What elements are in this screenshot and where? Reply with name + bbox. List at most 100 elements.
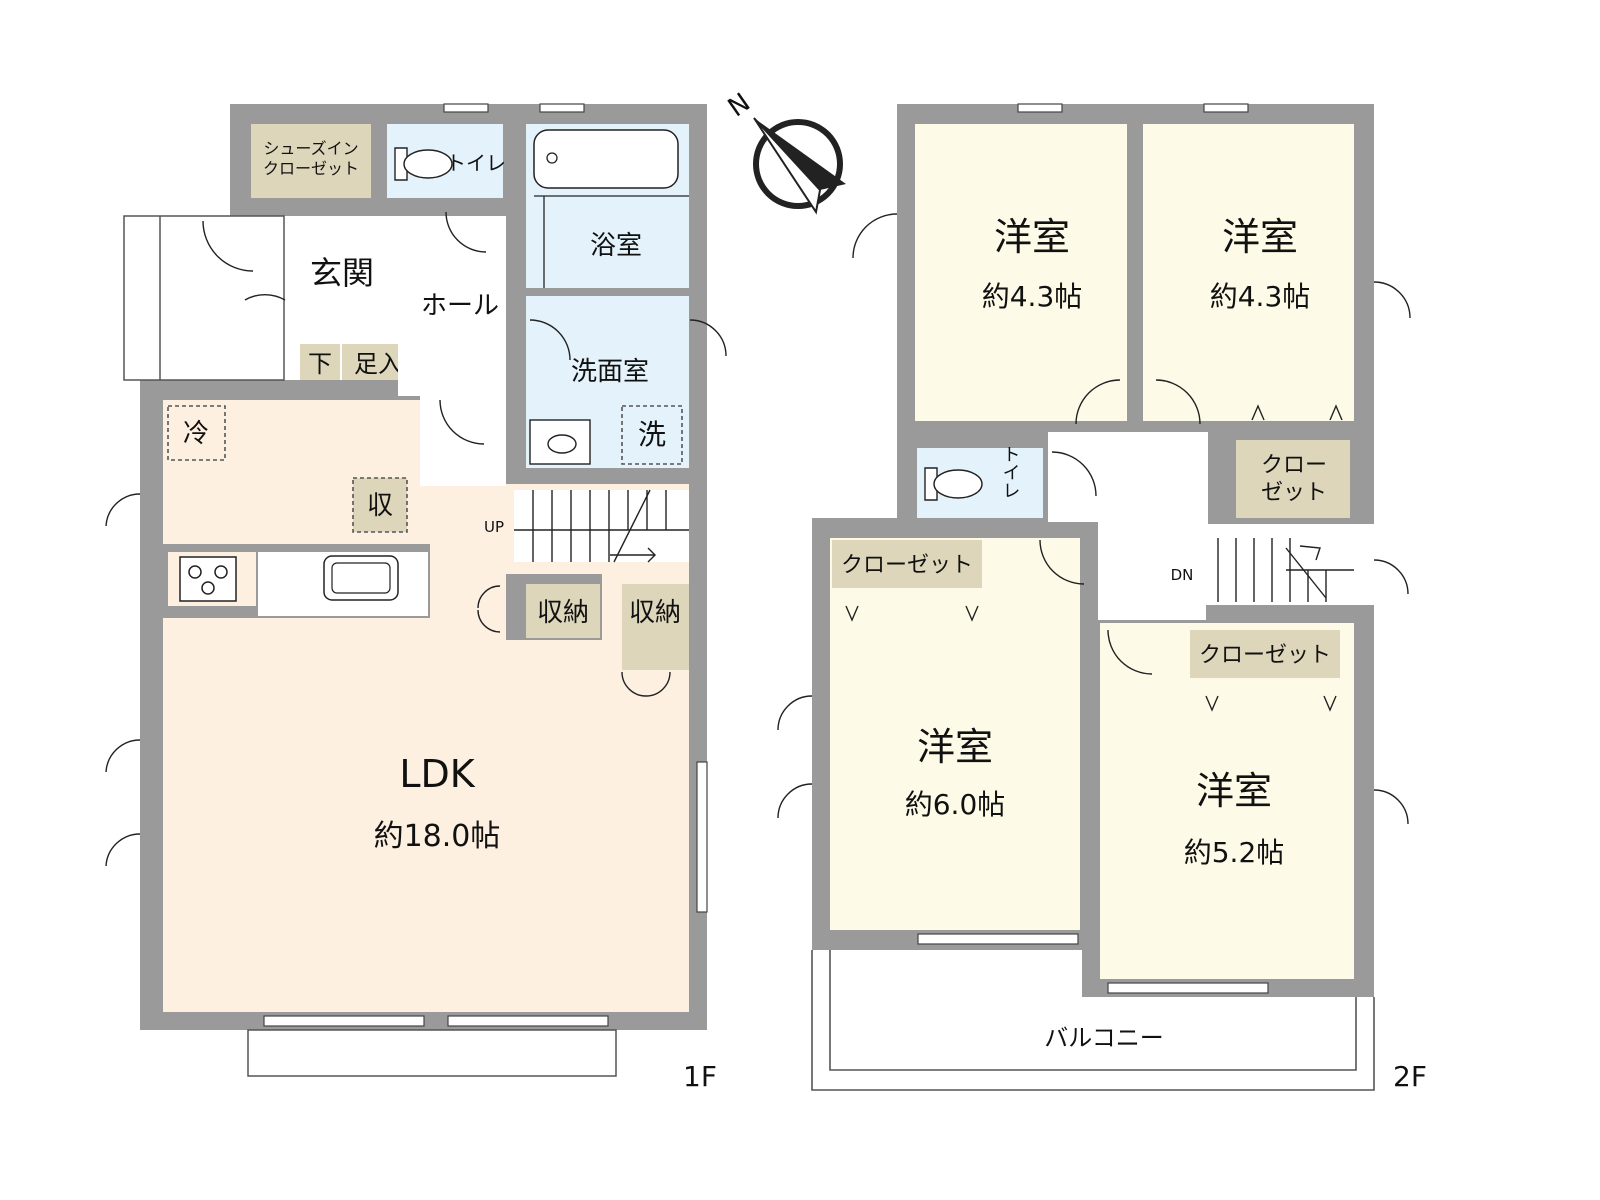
window — [539, 103, 585, 113]
door-swing — [1107, 629, 1153, 675]
toilet-tank-icon — [394, 147, 408, 181]
hall-lower — [420, 396, 506, 486]
closet-door-mark — [1329, 404, 1343, 421]
stair-1f — [514, 490, 689, 562]
room-sw-size: 約6.0帖 — [905, 788, 1006, 821]
sink-basin — [331, 562, 391, 594]
stair-1f-treads — [514, 489, 689, 563]
compass-needle-light — [753, 117, 822, 215]
entrance-label: 玄関 — [310, 254, 374, 292]
corridor-lower — [1098, 520, 1206, 620]
window — [917, 933, 1079, 945]
shoe-under — [300, 344, 340, 380]
toilet-bowl-icon — [933, 469, 983, 499]
toilet-tank-icon — [924, 467, 938, 501]
door-swing — [1373, 559, 1409, 595]
closet-sw — [832, 540, 982, 588]
door-swing — [777, 783, 813, 819]
door-swing — [529, 319, 571, 361]
compass: N — [723, 88, 846, 215]
balcony-label: バルコニー — [1044, 1024, 1164, 1052]
floor-2: 洋室 約4.3帖 洋室 約4.3帖 洋室 約6.0帖 洋室 約5.2帖 トイレ … — [777, 103, 1427, 1093]
closet-door-mark — [1205, 695, 1219, 712]
floor-1-label: 1F — [683, 1060, 717, 1093]
window — [263, 1015, 425, 1027]
storage2-label: 収納 — [629, 598, 681, 628]
terrace — [247, 1029, 617, 1077]
toilet-bowl-icon — [403, 149, 453, 179]
basin-bowl-icon — [547, 434, 577, 454]
window — [696, 761, 708, 913]
closet-sw-label: クローゼット — [841, 553, 973, 578]
door-swing — [1373, 789, 1409, 825]
burner-icon — [214, 565, 228, 579]
closet-door-mark — [845, 605, 859, 622]
door-swing — [445, 211, 487, 253]
shoe-closet — [251, 124, 371, 198]
toilet-2f-label: トイレ — [1000, 445, 1021, 499]
door-swing — [777, 695, 813, 731]
room-nw — [915, 124, 1127, 421]
shoe-under-label: 下 — [308, 350, 332, 378]
burner-icon — [188, 565, 202, 579]
room-sw — [830, 538, 1080, 930]
window — [1203, 103, 1249, 113]
basin-icon — [529, 419, 591, 465]
shoe-box-label: 足入 — [354, 350, 402, 378]
bath-label: 浴室 — [590, 231, 642, 261]
sink-icon — [323, 555, 399, 601]
window — [1107, 982, 1269, 994]
closet-ne — [1236, 440, 1350, 518]
room-se-size: 約5.2帖 — [1184, 836, 1285, 869]
stair-2f-treads — [1217, 538, 1354, 602]
stair-down-label: DN — [1171, 566, 1194, 584]
door-swing — [105, 833, 141, 867]
room-se-name: 洋室 — [1196, 769, 1272, 813]
compass-needle — [754, 118, 846, 190]
balcony-rail — [811, 950, 1375, 1091]
storage2 — [622, 584, 689, 670]
window — [447, 1015, 609, 1027]
stair-up-label: UP — [484, 518, 504, 536]
door-swing — [105, 739, 141, 773]
fridge-box — [167, 405, 226, 461]
drain-icon — [546, 152, 558, 164]
porch — [123, 215, 285, 381]
floor-2-label: 2F — [1393, 1060, 1427, 1093]
room-ne — [1143, 124, 1354, 421]
ldk-name: LDK — [399, 752, 475, 796]
window — [1017, 103, 1063, 113]
washer-box — [621, 405, 683, 465]
door-swing — [105, 493, 141, 527]
washroom-label: 洗面室 — [571, 357, 649, 387]
corridor — [1048, 432, 1208, 522]
door-swing — [621, 671, 647, 697]
washer-label: 洗 — [638, 418, 666, 451]
compass-north-label: N — [723, 88, 756, 124]
closet-ne-label: クローゼット — [1261, 453, 1327, 506]
storage-small-box — [352, 477, 408, 533]
door-swing — [477, 609, 501, 633]
closet-door-mark — [1251, 404, 1265, 421]
door-swing — [439, 399, 485, 445]
room-ne-name: 洋室 — [1222, 215, 1298, 259]
fridge-label: 冷 — [183, 419, 209, 449]
floor-1: 冷 収 LDK 約18.0帖 シューズインクローゼット トイレ 浴室 玄関 下 … — [105, 103, 727, 1093]
closet-se — [1190, 630, 1340, 678]
door-swing — [852, 213, 898, 259]
entrance — [290, 216, 394, 342]
door-swing — [1039, 539, 1085, 585]
toilet-1f-label: トイレ — [446, 151, 506, 175]
door-swing — [244, 293, 286, 301]
storage-small-label: 収 — [367, 491, 393, 521]
shoe-closet-label: シューズインクローゼット — [263, 139, 359, 178]
hall — [398, 216, 506, 396]
door-swing — [1155, 379, 1201, 425]
storage1-label: 収納 — [537, 598, 589, 628]
door-swing — [689, 319, 727, 357]
storage1 — [526, 584, 600, 638]
door-swing — [1373, 281, 1411, 319]
closet-door-mark — [1323, 695, 1337, 712]
door-swing — [645, 671, 671, 697]
